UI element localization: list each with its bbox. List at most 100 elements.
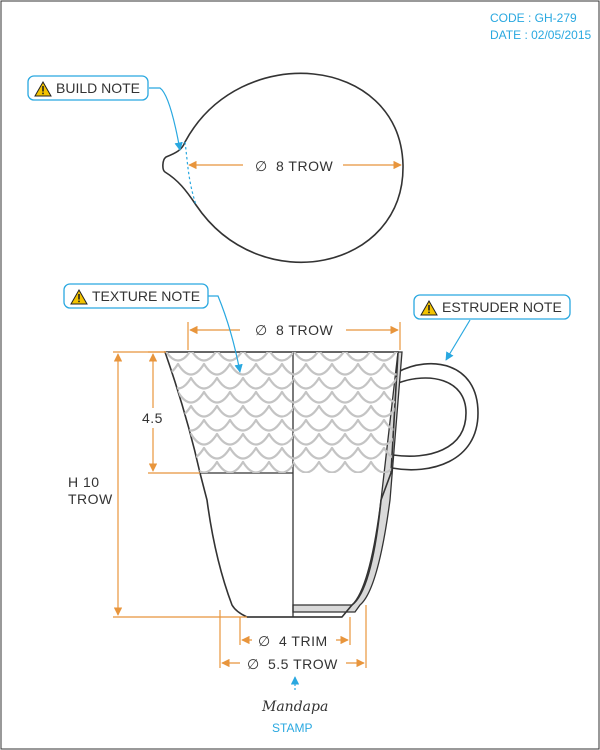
- texture-scale: [228, 446, 258, 460]
- texture-scale: [358, 476, 384, 487]
- texture-scale: [267, 460, 293, 473]
- texture-scale: [202, 390, 232, 404]
- top-view-outline: [162, 72, 404, 263]
- texture-scale: [204, 476, 230, 487]
- warning-triangle-icon: [70, 288, 88, 305]
- texture-scale: [293, 404, 321, 418]
- texture-scale: [189, 376, 219, 390]
- texture-scale: [176, 418, 206, 432]
- texture-scale: [165, 376, 167, 390]
- texture-scale: [410, 476, 436, 487]
- texture-scale: [317, 460, 347, 473]
- texture-scale: [330, 390, 360, 404]
- texture-scale: [306, 476, 332, 487]
- rim-diameter-dimension: ∅ 8 TROW: [187, 320, 401, 350]
- texture-scale: [293, 390, 308, 404]
- texture-scale: [165, 376, 193, 390]
- texture-scale: [215, 432, 245, 446]
- texture-scale: [165, 432, 193, 446]
- texture-scale: [332, 476, 358, 487]
- texture-scale: [304, 446, 334, 460]
- texture-scale: [423, 406, 449, 417]
- estruder-note-box[interactable]: [413, 294, 571, 320]
- texture-scale: [165, 446, 180, 460]
- texture-scale: [280, 362, 293, 376]
- texture-scale: [254, 418, 284, 432]
- texture-scale: [356, 390, 386, 404]
- texture-scale: [356, 362, 386, 376]
- estruder-note-callout[interactable]: ESTRUDER NOTE: [413, 294, 571, 361]
- texture-scale: [165, 390, 180, 404]
- texture-scale: [343, 376, 373, 390]
- texture-scale: [356, 446, 386, 460]
- build-note-leader: [149, 87, 183, 151]
- texture-scale: [254, 390, 284, 404]
- texture-scale: [280, 418, 293, 432]
- height-label-line2: TROW: [68, 491, 113, 507]
- stamp-label: STAMP: [272, 721, 312, 735]
- texture-scale: [317, 376, 347, 390]
- trim-diameter-dimension: ∅ 4 TRIM: [239, 617, 351, 651]
- texture-height-label: 4.5: [142, 410, 163, 426]
- texture-scale: [308, 476, 334, 487]
- texture-scale: [343, 352, 373, 362]
- build-note-box[interactable]: [27, 75, 149, 101]
- texture-scale: [215, 352, 245, 362]
- texture-scale: [256, 476, 282, 487]
- overall-height-dimension: H 10 TROW: [64, 351, 247, 618]
- texture-scale: [215, 460, 245, 473]
- texture-scale: [395, 404, 398, 418]
- texture-scale: [267, 432, 293, 446]
- drawing-code: CODE : GH-279: [490, 11, 577, 25]
- texture-scale: [356, 418, 386, 432]
- texture-scale: [202, 362, 232, 376]
- texture-scale: [330, 362, 360, 376]
- texture-scale: [230, 476, 256, 487]
- texture-scale: [189, 404, 219, 418]
- texture-scale: [293, 352, 321, 362]
- height-label-line1: H 10: [68, 474, 100, 490]
- texture-note-callout[interactable]: TEXTURE NOTE: [63, 283, 243, 373]
- texture-scale: [317, 404, 347, 418]
- texture-scale: [293, 362, 308, 376]
- texture-scale: [267, 376, 293, 390]
- texture-scale: [241, 432, 271, 446]
- texture-scale: [395, 460, 398, 473]
- base-diameter-label: 5.5 TROW: [268, 656, 338, 672]
- texture-scale: [423, 350, 449, 361]
- stamp-logo: Mandapa: [261, 699, 328, 715]
- texture-scale: [293, 376, 321, 390]
- texture-scale: [165, 362, 180, 376]
- texture-scale: [165, 460, 193, 473]
- estruder-note-leader: [445, 319, 471, 361]
- estruder-note-label: ESTRUDER NOTE: [442, 299, 562, 315]
- texture-scale: [241, 376, 271, 390]
- texture-scale: [176, 362, 206, 376]
- top-diameter-label-bg: [243, 155, 343, 175]
- side-view: [163, 350, 479, 618]
- base-diameter-dimension: ∅ 5.5 TROW: [219, 605, 367, 674]
- texture-scale: [410, 392, 436, 403]
- texture-scale: [178, 476, 204, 487]
- spout-dashed-line: [184, 141, 197, 206]
- texture-scale: [280, 446, 293, 460]
- texture-scale: [241, 460, 271, 473]
- texture-scale: [343, 460, 373, 473]
- texture-scale: [293, 432, 321, 446]
- texture-scale: [165, 432, 167, 446]
- texture-scale: [343, 404, 373, 418]
- build-note-callout[interactable]: BUILD NOTE: [27, 75, 183, 151]
- texture-scale: [228, 418, 258, 432]
- trim-diameter-label: 4 TRIM: [279, 633, 328, 649]
- texture-height-dimension: 4.5: [140, 351, 200, 474]
- texture-scales-left: [165, 352, 334, 487]
- handle-outer: [391, 362, 479, 471]
- rim-diameter-symbol: ∅: [255, 322, 268, 338]
- handle-inner: [392, 377, 467, 457]
- texture-scale: [423, 434, 449, 445]
- texture-scale: [202, 446, 232, 460]
- texture-scale: [189, 432, 219, 446]
- texture-scale: [330, 446, 360, 460]
